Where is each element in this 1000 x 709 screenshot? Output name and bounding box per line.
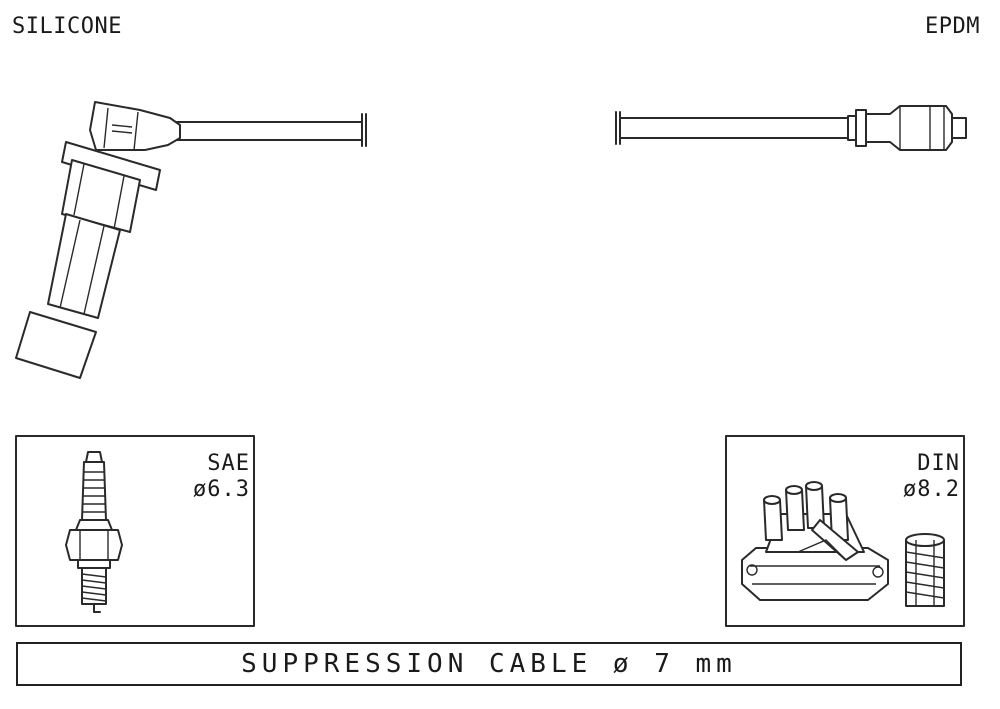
banner-text: SUPPRESSION CABLE ø 7 mm bbox=[241, 649, 737, 679]
sae-diameter-label: ø6.3 bbox=[193, 477, 250, 502]
right-material-label: EPDM bbox=[925, 14, 980, 39]
distributor-cap-icon bbox=[741, 481, 889, 601]
spark-plug-boot-icon bbox=[15, 101, 367, 379]
spark-plug-icon bbox=[65, 451, 123, 613]
sae-label: SAE bbox=[207, 451, 250, 476]
cable-connector-icon bbox=[615, 105, 967, 151]
din-diameter-label: ø8.2 bbox=[903, 477, 960, 502]
din-box-frame bbox=[725, 435, 965, 627]
coil-spring-icon bbox=[905, 533, 945, 607]
sae-box-frame bbox=[15, 435, 255, 627]
suppression-cable-banner: SUPPRESSION CABLE ø 7 mm bbox=[16, 642, 962, 686]
din-label: DIN bbox=[917, 451, 960, 476]
left-material-label: SILICONE bbox=[12, 14, 122, 39]
